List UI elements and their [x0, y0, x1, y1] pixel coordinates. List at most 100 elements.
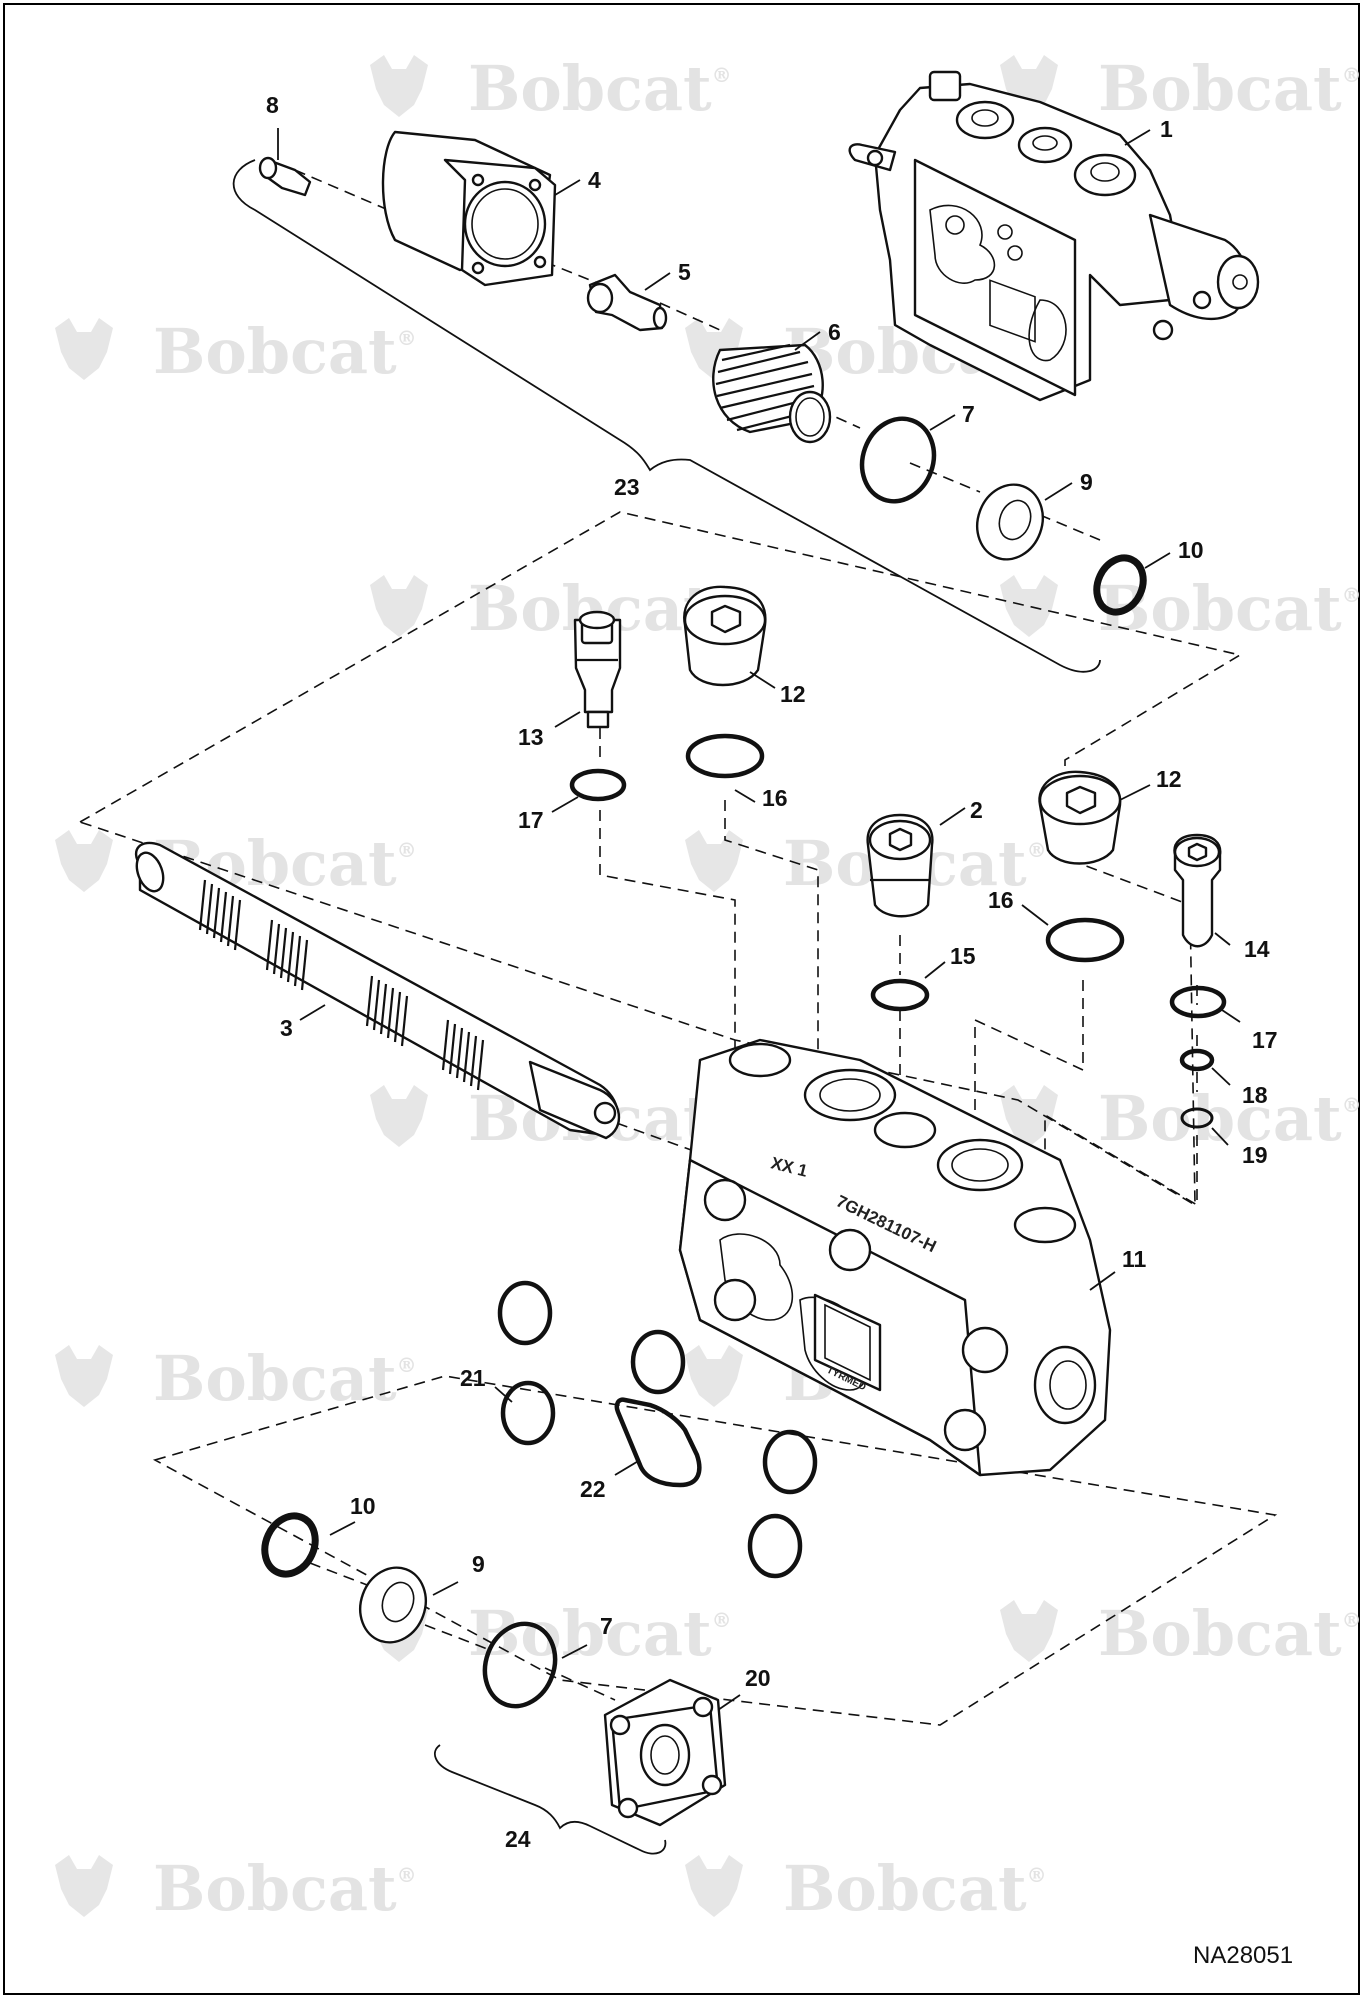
part-o-ring-21-1: [497, 1280, 553, 1346]
part-o-ring-15: [870, 978, 930, 1012]
callout-14: 14: [1244, 936, 1270, 962]
watermark-text: Bobcat®: [783, 1852, 1047, 1925]
watermark-text: Bobcat®: [1098, 1082, 1362, 1155]
bobcat-logo-icon: [685, 830, 743, 892]
callout-15: 15: [950, 943, 976, 969]
part-seal-22: [614, 1397, 702, 1488]
watermark: Bobcat®: [55, 1852, 417, 1925]
watermark: Bobcat®: [370, 1597, 732, 1670]
part-seal-10b: [261, 1512, 319, 1578]
watermark: Bobcat®: [685, 1852, 1047, 1925]
part-plug-12b: [1038, 770, 1122, 865]
watermark-text: Bobcat®: [468, 1597, 732, 1670]
watermark: Bobcat®: [1000, 572, 1362, 645]
watermark-text: Bobcat®: [1098, 1597, 1362, 1670]
watermark-text: Bobcat®: [468, 52, 732, 125]
callout-10-upper: 10: [1178, 537, 1204, 563]
watermark-text: Bobcat®: [153, 315, 417, 388]
callout-12-upper: 12: [780, 681, 806, 707]
callout-21: 21: [460, 1365, 486, 1391]
brace-24: [434, 1744, 667, 1855]
part-o-ring-21-5: [747, 1513, 803, 1579]
leader-lines: [277, 128, 1241, 1711]
part-o-ring-21-3: [630, 1329, 686, 1395]
callout-labels: 8 1 4 5 6 7 23 9 10 12 13 16 17 2 12 16 …: [266, 92, 1278, 1852]
watermark: Bobcat®: [370, 572, 732, 645]
bobcat-logo-icon: [55, 830, 113, 892]
bobcat-logo-icon: [370, 575, 428, 637]
part-washer-9b: [359, 1566, 427, 1644]
registered-mark: ®: [1342, 583, 1362, 607]
callout-16-lower: 16: [988, 887, 1014, 913]
callout-24: 24: [505, 1826, 531, 1852]
registered-mark: ®: [397, 326, 417, 350]
callout-6: 6: [828, 319, 841, 345]
callout-20: 20: [745, 1665, 771, 1691]
registered-mark: ®: [712, 63, 732, 87]
bobcat-logo-icon: [370, 55, 428, 117]
watermark: Bobcat®: [1000, 1082, 1362, 1155]
callout-16-upper: 16: [762, 785, 788, 811]
watermark: Bobcat®: [55, 315, 417, 388]
figure-id: NA28051: [1193, 1942, 1293, 1969]
callout-18: 18: [1242, 1082, 1268, 1108]
callout-7-lower: 7: [600, 1613, 613, 1639]
spring-coils: [715, 343, 815, 432]
spool-grooves: [198, 879, 485, 1091]
part-spool: [134, 841, 621, 1140]
assembly-axis-lines: [294, 169, 1198, 1701]
bobcat-logo-icon: [1000, 575, 1058, 637]
bobcat-logo-icon: [55, 1855, 113, 1917]
bobcat-logo-icon: [370, 1085, 428, 1147]
part-relief-valve: [573, 610, 622, 729]
part-washer-9a: [976, 483, 1044, 561]
registered-mark: ®: [1027, 1863, 1047, 1887]
callout-1: 1: [1160, 116, 1173, 142]
registered-mark: ®: [397, 1353, 417, 1377]
brace-23: [232, 159, 1101, 673]
watermark: Bobcat®: [370, 52, 732, 125]
part-o-ring-7a: [859, 416, 937, 504]
part-o-ring-21-2: [500, 1380, 556, 1446]
callout-8: 8: [266, 92, 279, 118]
registered-mark: ®: [397, 1863, 417, 1887]
callout-19: 19: [1242, 1142, 1268, 1168]
part-spring: [712, 343, 832, 444]
watermark-text: Bobcat®: [153, 1342, 417, 1415]
bobcat-logo-icon: [55, 318, 113, 380]
group-outline-lower: [152, 1375, 1278, 1726]
callout-10-lower: 10: [350, 1493, 376, 1519]
bobcat-logo-icon: [55, 1345, 113, 1407]
registered-mark: ®: [712, 1608, 732, 1632]
bobcat-logo-icon: [685, 1345, 743, 1407]
callout-9-upper: 9: [1080, 469, 1093, 495]
registered-mark: ®: [1342, 63, 1362, 87]
callout-22: 22: [580, 1476, 606, 1502]
callout-23: 23: [614, 474, 640, 500]
part-o-ring-17a: [569, 768, 627, 802]
callout-7-upper: 7: [962, 401, 975, 427]
registered-mark: ®: [1342, 1608, 1362, 1632]
part-plug-12a: [683, 585, 767, 687]
watermark-text: Bobcat®: [1098, 572, 1362, 645]
callout-17-lower: 17: [1252, 1027, 1278, 1053]
part-o-ring-7b: [482, 1621, 558, 1709]
watermark-text: Bobcat®: [153, 1852, 417, 1925]
watermark: Bobcat®: [1000, 52, 1362, 125]
part-end-cap: [381, 130, 557, 287]
part-seal-10a: [1093, 554, 1147, 616]
part-cartridge: [1173, 833, 1222, 948]
part-o-ring-16b: [1045, 917, 1125, 963]
part-o-ring-16a: [685, 733, 765, 779]
callout-3: 3: [280, 1015, 293, 1041]
watermark: Bobcat®: [55, 1342, 417, 1415]
part-check-valve: [866, 813, 934, 918]
diagram-frame: [3, 3, 1360, 1995]
registered-mark: ®: [397, 838, 417, 862]
part-o-ring-21-4: [762, 1429, 818, 1495]
callout-9-lower: 9: [472, 1551, 485, 1577]
bobcat-logo-icon: [685, 1855, 743, 1917]
part-o-ring-17b: [1169, 985, 1227, 1019]
callout-12-lower: 12: [1156, 766, 1182, 792]
